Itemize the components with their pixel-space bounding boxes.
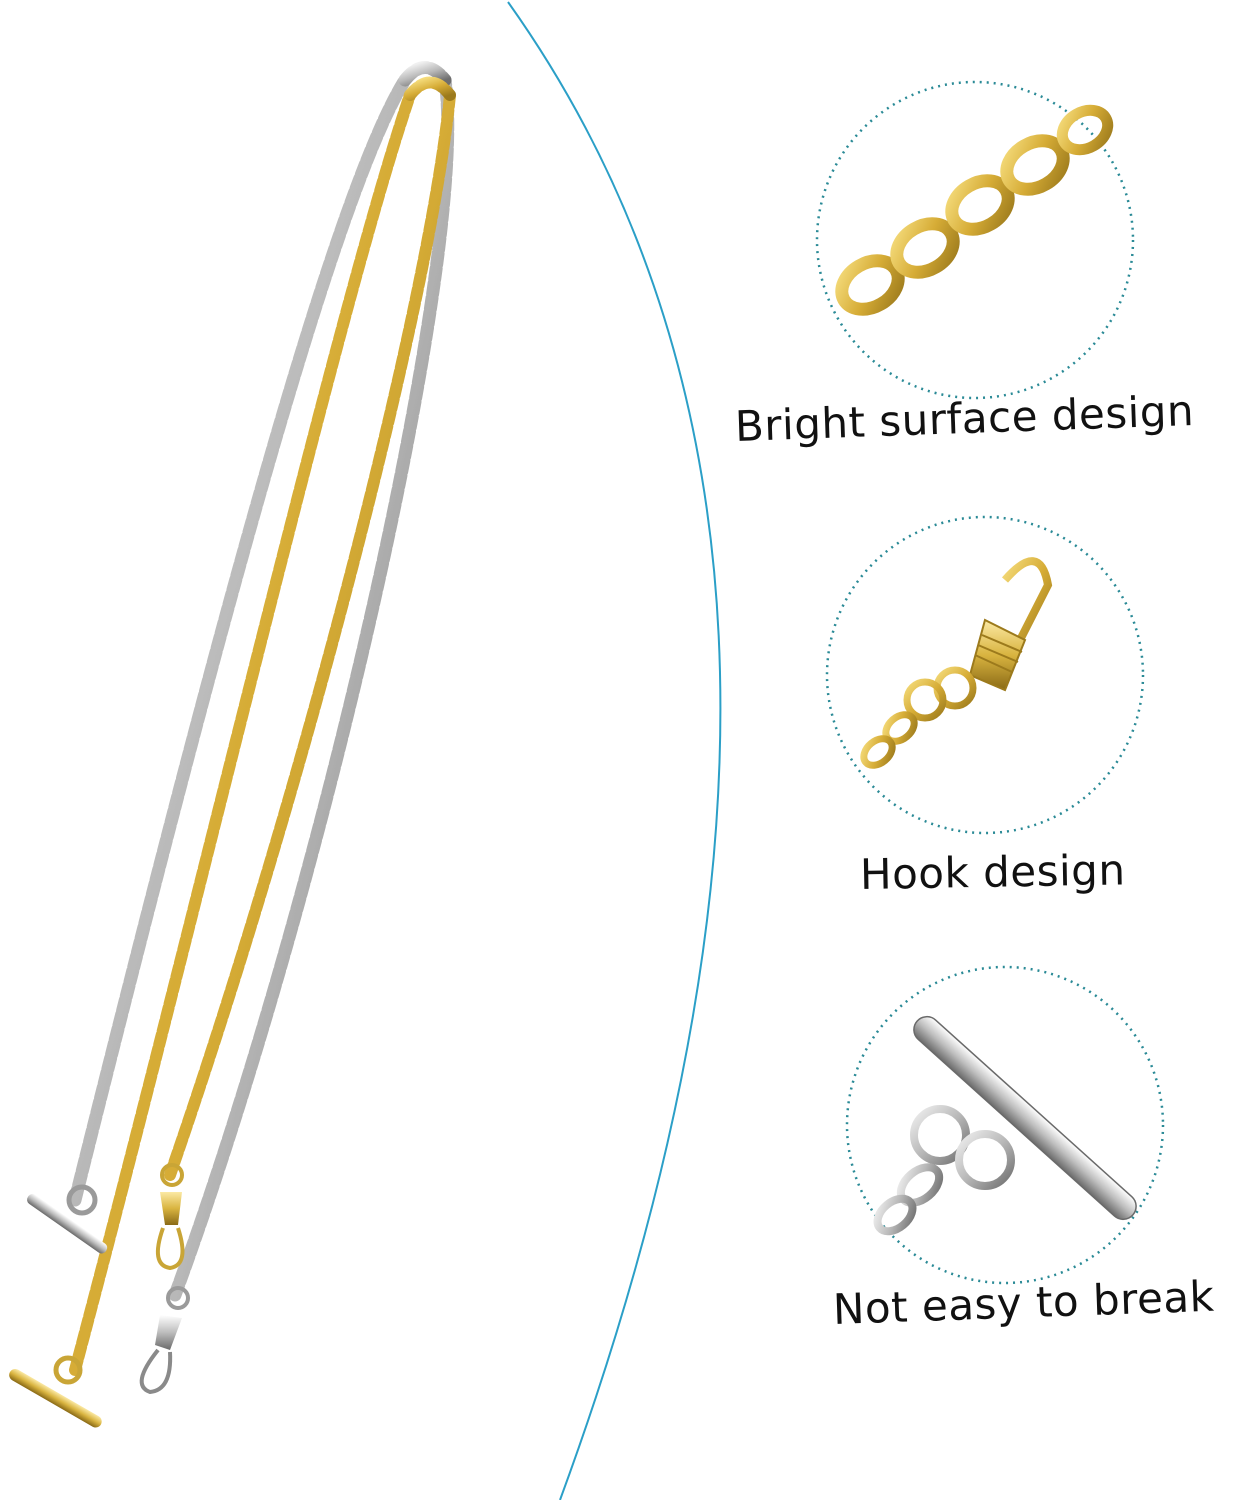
gold-chain-right: [164, 89, 456, 1181]
gold-hook-clasp: [155, 1163, 185, 1271]
hook-clasp-closeup-icon: [860, 557, 1053, 769]
feature-caption-hook: Hook design: [859, 845, 1126, 899]
silver-hook-clasp: [139, 1286, 190, 1395]
silver-chain-left: [68, 73, 412, 1207]
feature-circle-bright-surface: [815, 80, 1135, 400]
silver-toggle-bar: [27, 1184, 108, 1254]
feature-circle-durable: [845, 965, 1165, 1285]
feature-circle-hook: [825, 515, 1145, 835]
gold-chain-closeup-icon: [835, 104, 1114, 316]
gold-chain-top-loop: [404, 76, 456, 101]
silver-chain-top-loop: [398, 61, 452, 87]
toggle-bar-closeup-icon: [873, 1015, 1137, 1236]
divider-arc: [507, 1, 722, 1500]
gold-chain-left: [69, 89, 416, 1376]
gold-toggle-bar: [9, 1355, 102, 1428]
silver-chain-right: [168, 73, 455, 1302]
